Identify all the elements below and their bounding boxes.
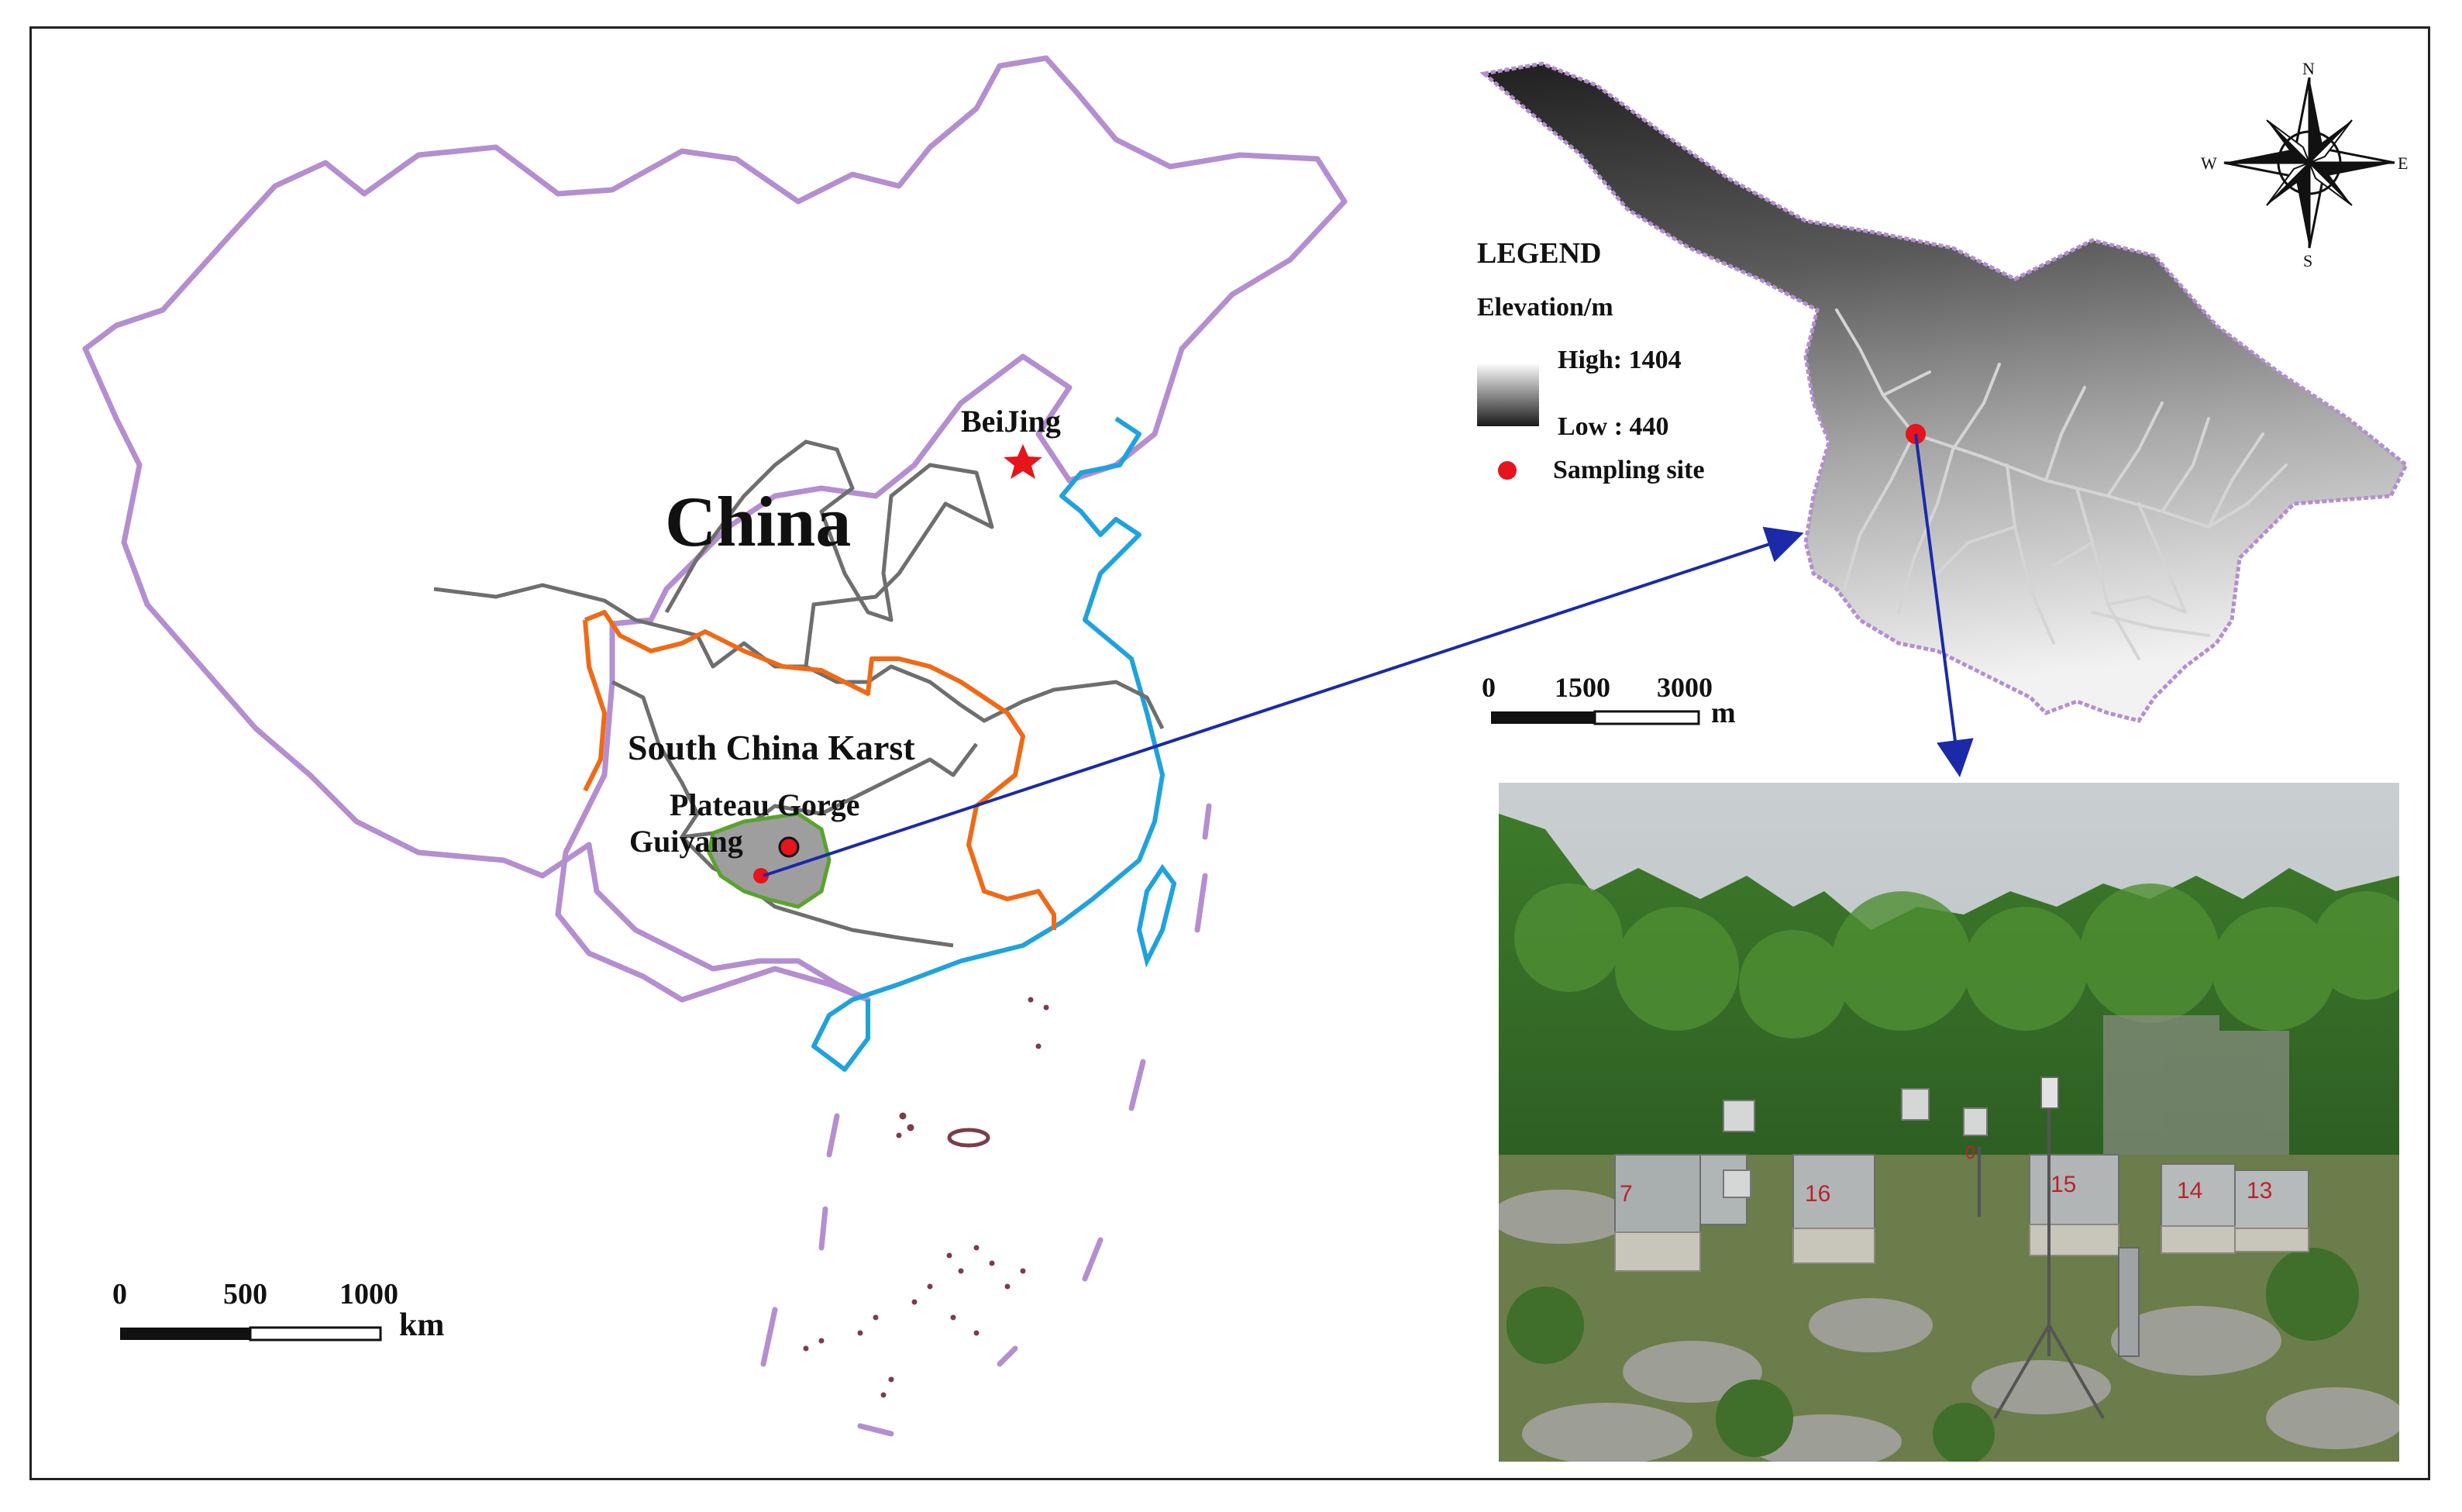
plot-number-13: 13 [2247,1178,2272,1204]
figure-frame [29,26,2430,1480]
plateau-gorge-area [707,811,832,909]
plot-number-7: 7 [1620,1181,1633,1207]
compass-rose-icon [2223,77,2395,249]
legend-subtitle: Elevation/m [1477,293,1613,322]
plot-number-15: 15 [2051,1172,2076,1197]
dem-scale-tick-0: 0 [1482,672,1496,703]
guiyang-label: Guiyang [629,824,743,859]
legend-low-label: Low : 440 [1558,412,1669,441]
karst-boundary [584,610,1056,930]
plot-number-0: 0 [1965,1142,1975,1163]
province-borders [433,439,1165,948]
compass-w-label: W [2201,153,2217,173]
nine-dash-line [760,803,1212,1437]
china-scale-tick-500: 500 [223,1278,267,1311]
legend-high-label: High: 1404 [1558,346,1682,374]
dem-scale-unit: m [1711,697,1736,729]
china-scale-tick-1000: 1000 [339,1278,398,1311]
national-border [82,55,1348,1003]
south-sea-islands [803,997,1049,1398]
plateau-gorge-marker [778,836,800,858]
dem-scale-bar [1491,710,1700,725]
compass-s-label: S [2303,251,2313,270]
china-scale-unit: km [399,1307,445,1343]
plot-number-14: 14 [2177,1178,2202,1204]
field-site-photo: 7 16 15 14 13 0 [1499,783,2399,1462]
taiwan-outline [1136,863,1177,968]
legend-gradient-swatch [1477,363,1539,426]
legend-site-label: Sampling site [1553,456,1705,484]
legend-title: LEGEND [1477,237,1602,270]
dem-watershed [1479,61,2409,723]
dem-scale-tick-1500: 1500 [1555,672,1610,703]
beijing-star-icon [1004,444,1042,479]
guiyang-marker [753,868,769,883]
dem-to-photo-arrow [1914,433,1974,777]
dem-scale-tick-3000: 3000 [1657,672,1713,703]
coastline [811,416,1165,1072]
link-arrow [763,526,1804,877]
beijing-label: BeiJing [961,404,1061,439]
karst-boundary-west [583,619,607,792]
china-scale-tick-0: 0 [112,1278,127,1311]
plot-number-16: 16 [1805,1181,1830,1207]
dem-streams [1835,308,2288,660]
compass-e-label: E [2398,153,2409,173]
plateau-gorge-label: Plateau Gorge [670,787,860,822]
legend-site-marker [1498,461,1517,480]
region-label: South China Karst [628,728,915,767]
country-label: China [665,482,852,561]
china-scale-bar [120,1326,382,1342]
compass-n-label: N [2302,59,2315,78]
